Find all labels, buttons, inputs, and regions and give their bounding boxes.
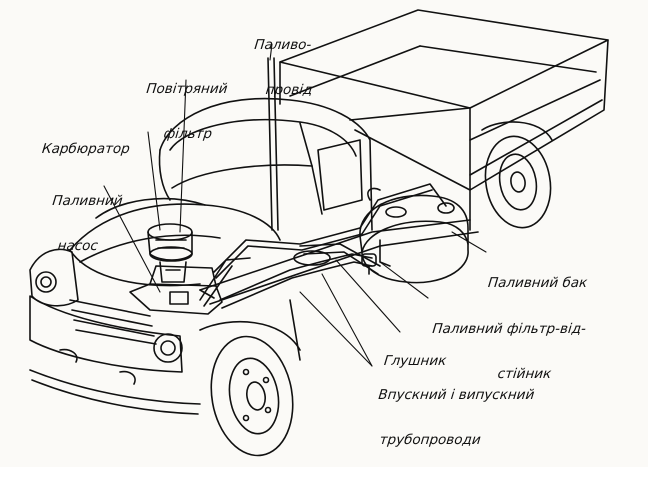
air-filter-carburetor <box>147 223 193 283</box>
label-air-filter-line1: Повітряний <box>145 81 229 97</box>
label-carburetor-line1: Карбюратор <box>41 141 131 157</box>
fuel-filter-settler <box>361 253 377 275</box>
label-air-filter-line2: фільтр <box>162 126 213 142</box>
exhaust-system <box>219 243 381 309</box>
label-fuel-pump-line1: Паливний <box>51 193 124 209</box>
label-manifolds-line2: трубопроводи <box>378 432 482 448</box>
cargo-body <box>279 9 609 231</box>
leader-lines <box>103 43 487 367</box>
label-fuel-filter-line1: Паливний фільтр-від- <box>431 321 587 337</box>
fuel-pump-engine <box>129 257 251 315</box>
label-manifolds-line1: Впускний і випускний <box>377 387 536 403</box>
label-fuel-line-line2: провід <box>264 82 314 98</box>
label-fuel-line: Паливо- провід <box>246 8 321 128</box>
diagram-canvas: Паливо- провід Повітряний фільтр Карбюра… <box>29 8 609 457</box>
front-end <box>29 248 201 415</box>
label-fuel-line-line1: Паливо- <box>253 37 313 53</box>
fuel-tank <box>359 194 469 284</box>
rear-wheel <box>481 121 553 229</box>
cab <box>158 97 373 231</box>
label-manifolds: Впускний і випускний трубопроводи <box>370 358 538 478</box>
truck-fuel-system-drawing <box>29 9 609 457</box>
label-fuel-pump: Паливний насос <box>44 164 127 284</box>
front-wheel <box>199 321 301 457</box>
label-fuel-tank-line1: Паливний бак <box>487 275 589 291</box>
label-fuel-pump-line2: насос <box>56 238 99 254</box>
label-air-filter: Повітряний фільтр <box>138 52 232 172</box>
